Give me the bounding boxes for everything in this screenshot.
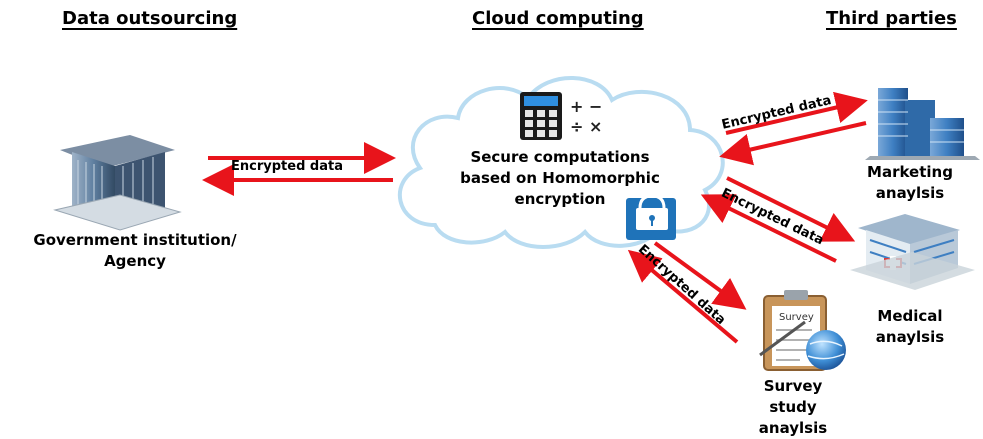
svg-text:÷ ×: ÷ × — [570, 117, 602, 136]
government-building-icon — [53, 135, 182, 231]
survey-label-line-2: study — [769, 398, 817, 416]
hospital-building-icon — [850, 214, 975, 290]
clipboard-text: Survey — [779, 312, 814, 323]
header-third-parties: Third parties — [826, 8, 957, 29]
survey-clipboard-icon: Survey — [759, 290, 846, 371]
cloud-text-line-1: Secure computations — [470, 148, 650, 166]
svg-text:+ −: + − — [570, 97, 602, 116]
arrow-medical-to-cloud — [700, 194, 837, 263]
cloud-text-line-3: encryption — [514, 190, 606, 208]
medical-label-line-2: anaylsis — [875, 328, 945, 346]
arrows — [202, 91, 868, 344]
cloud-text-line-2: based on Homomorphic — [460, 169, 660, 187]
survey-label: Survey study anaylsis — [743, 376, 843, 439]
cloud-description: Secure computations based on Homomorphic… — [455, 147, 665, 210]
medical-label-line-1: Medical — [877, 307, 943, 325]
edge-label-gov-cloud: Encrypted data — [231, 159, 343, 174]
survey-label-line-1: Survey — [763, 377, 823, 395]
marketing-label: Marketing anaylsis — [855, 162, 965, 204]
header-data-outsourcing: Data outsourcing — [62, 8, 238, 29]
arrow-cloud-to-marketing — [725, 91, 868, 135]
government-label: Government institution/ Agency — [2, 230, 268, 272]
calculator-icon — [520, 92, 562, 140]
government-label-line-1: Government institution/ — [33, 231, 237, 249]
medical-label: Medical anaylsis — [860, 306, 960, 348]
survey-label-line-3: anaylsis — [758, 419, 828, 437]
marketing-building-icon — [865, 88, 980, 160]
arrow-cloud-to-survey — [653, 241, 747, 310]
arrow-marketing-to-cloud — [719, 121, 867, 166]
marketing-label-line-2: anaylsis — [875, 184, 945, 202]
header-cloud-computing: Cloud computing — [472, 8, 644, 29]
lock-key-icon — [626, 194, 676, 240]
marketing-label-line-1: Marketing — [867, 163, 953, 181]
government-label-line-2: Agency — [104, 252, 166, 270]
arrow-survey-to-cloud — [627, 249, 739, 344]
math-operators-icon: + − ÷ × — [570, 97, 602, 136]
arrow-cloud-to-medical — [726, 176, 856, 242]
